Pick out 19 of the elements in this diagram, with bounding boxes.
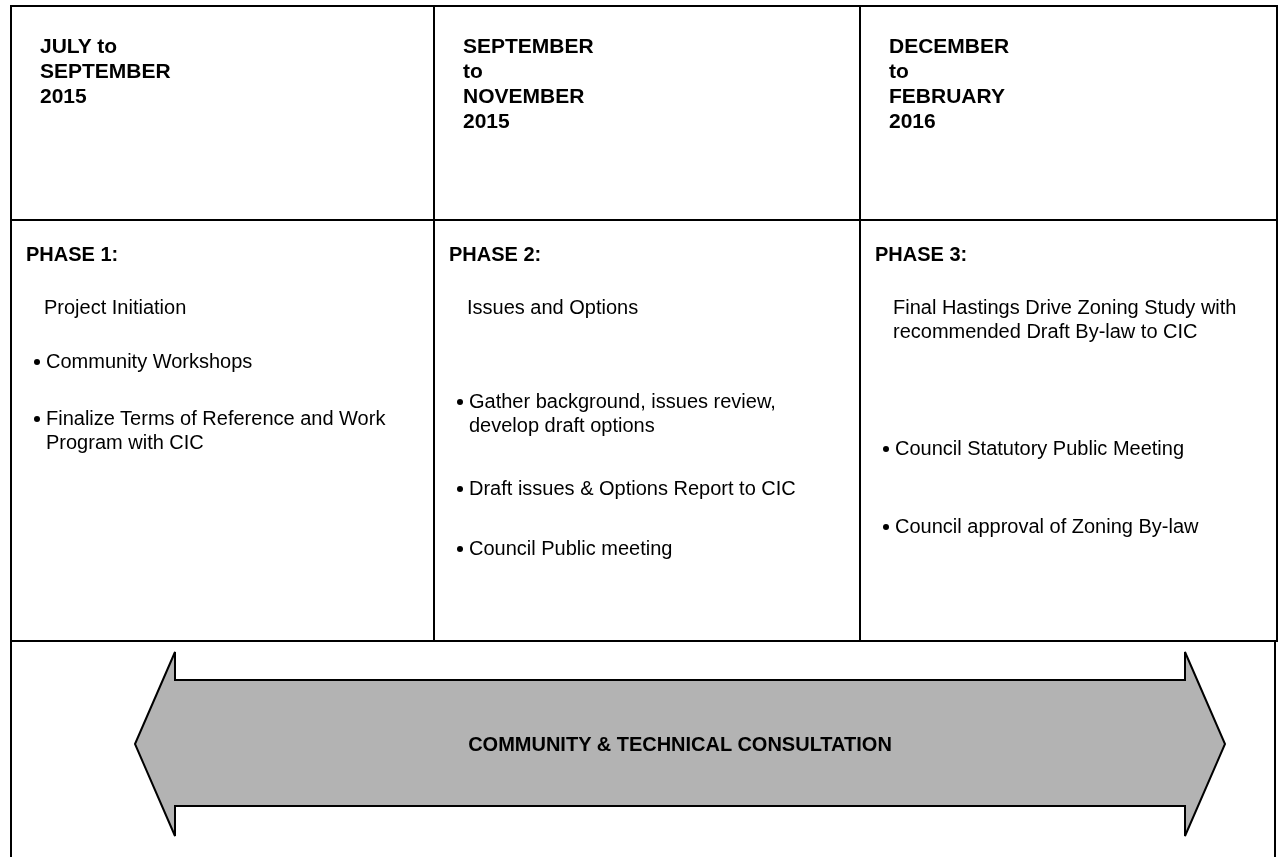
bullet-item: Draft issues & Options Report to CIC (469, 476, 797, 500)
phase-heading: PHASE 2: (449, 243, 542, 266)
bullet-item: Council Statutory Public Meeting (895, 436, 1186, 460)
date-range-text: SEPTEMBER to NOVEMBER 2015 (463, 33, 594, 133)
date-range-text: JULY to SEPTEMBER 2015 (40, 33, 171, 108)
phase-heading: PHASE 3: (875, 243, 968, 266)
bullet-item: Finalize Terms of Reference and Work Program with CIC (46, 406, 387, 454)
table-cell (859, 5, 1278, 221)
phase-title: Project Initiation (44, 295, 188, 319)
bullet-item: Gather background, issues review, develop draft options (469, 389, 777, 437)
phase-heading: PHASE 1: (26, 243, 119, 266)
bullet-item: Community Workshops (46, 349, 254, 373)
bullet-item: Council Public meeting (469, 536, 674, 560)
table-cell (10, 5, 435, 221)
phase-title: Final Hastings Drive Zoning Study with recommended Draft By-law to CIC (893, 295, 1238, 343)
arrow-label: COMMUNITY & TECHNICAL CONSULTATION (467, 732, 893, 756)
bullet-item: Council approval of Zoning By-law (895, 514, 1200, 538)
phase-title: Issues and Options (467, 295, 640, 319)
date-range-text: DECEMBER to FEBRUARY 2016 (889, 33, 1010, 133)
